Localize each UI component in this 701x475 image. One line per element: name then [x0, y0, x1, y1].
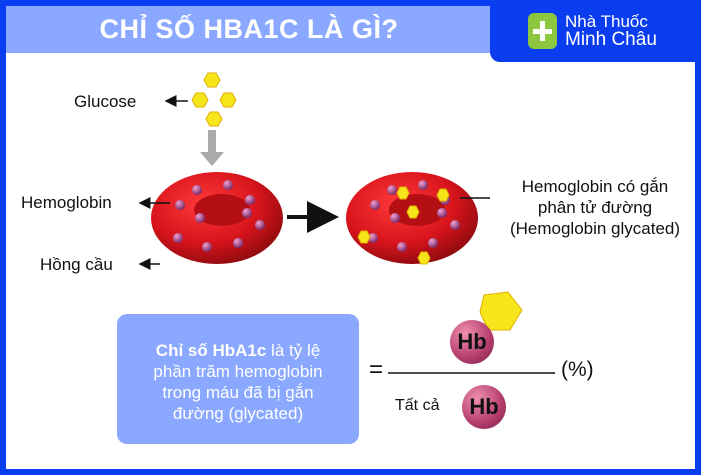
pharmacy-cross-icon — [528, 13, 557, 49]
equals-sign: = — [369, 356, 384, 383]
definition-term: Chỉ số HbA1c — [155, 341, 267, 360]
total-hb-molecule: Hb — [462, 385, 506, 429]
definition-line3: trong máu đã bị gắn — [162, 383, 314, 402]
glycated-hb-molecule: Hb — [450, 320, 494, 364]
page-title: CHỈ SỐ HBA1C LÀ GÌ? — [6, 6, 492, 53]
definition-box: Chỉ số HbA1c là tỷ lệ phần trăm hemoglob… — [117, 314, 359, 444]
label-red-blood-cell: Hồng cầu — [40, 255, 113, 274]
denominator-prefix: Tất cả — [395, 397, 440, 414]
percent-unit: (%) — [561, 358, 594, 381]
definition-line2: phần trăm hemoglobin — [153, 362, 323, 381]
definition-line1: là tỷ lệ — [266, 341, 321, 360]
brand-line2: Minh Châu — [565, 29, 657, 50]
glycated-line2: phân tử đường — [537, 198, 653, 217]
down-arrow-icon — [200, 130, 224, 166]
brand-line1: Nhà Thuốc — [565, 12, 648, 31]
glycated-line3: (Hemoglobin glycated) — [509, 219, 681, 238]
label-glucose: Glucose — [74, 92, 137, 111]
glycated-red-blood-cell — [346, 172, 478, 265]
glycated-line1: Hemoglobin có gắn — [521, 177, 669, 196]
glucose-molecule — [479, 291, 523, 331]
label-hemoglobin: Hemoglobin — [21, 193, 112, 212]
red-blood-cell — [151, 172, 283, 264]
definition-line4: đường (glycated) — [172, 404, 304, 423]
glucose-molecules — [191, 72, 237, 127]
label-glycated-hemoglobin: Hemoglobin có gắn phân tử đường (Hemoglo… — [490, 176, 700, 239]
